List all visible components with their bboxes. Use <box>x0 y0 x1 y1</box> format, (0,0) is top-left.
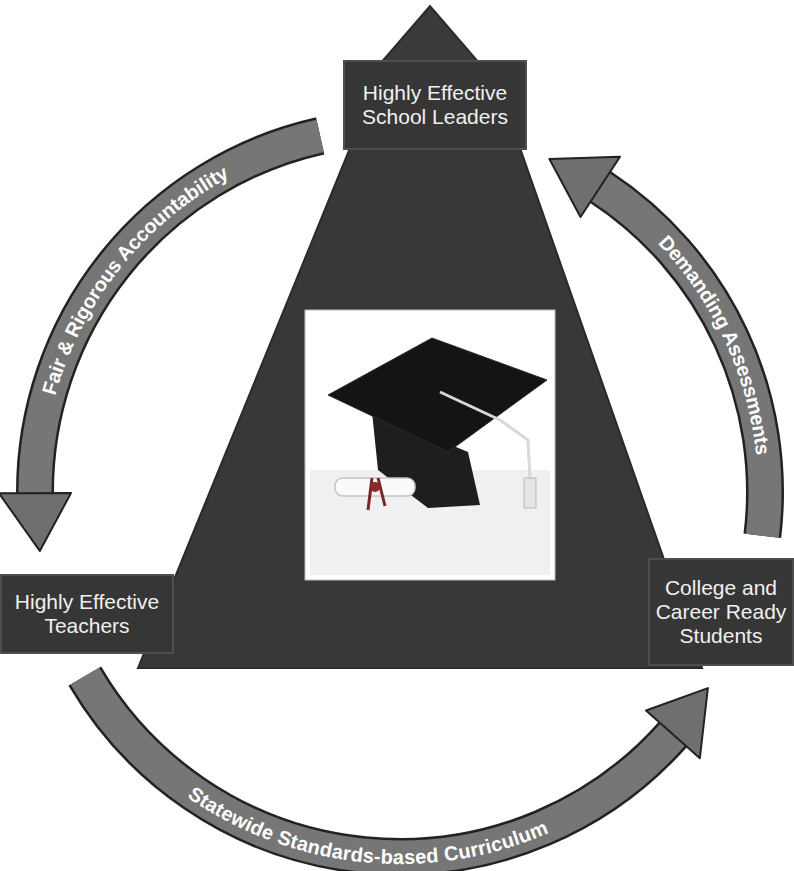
arc-label: Statewide Standards-based Curriculum <box>185 782 551 868</box>
ribbon-knot <box>370 482 380 492</box>
mortarboard <box>328 338 547 452</box>
cycle-arrow: Statewide Standards-based Curriculum <box>85 676 708 868</box>
arc-label: Demanding Assessments <box>655 231 774 456</box>
cycle-arrow: Demanding Assessments <box>549 157 774 536</box>
diploma-ribbon <box>368 478 385 510</box>
label-box: Highly Effective School Leaders <box>343 60 527 150</box>
arrow-head <box>646 688 708 758</box>
label-box: Highly Effective Teachers <box>0 574 174 654</box>
apex-arrow <box>380 6 480 64</box>
cycle-arrow: Fair & Rigorous Accountability <box>0 136 320 551</box>
tassel <box>524 478 536 508</box>
arc-label-path: Statewide Standards-based Curriculum <box>185 782 551 868</box>
arrow-head <box>0 493 71 551</box>
arc-band-edge <box>35 136 320 493</box>
photo-frame <box>305 310 555 580</box>
triangle-body <box>138 148 702 668</box>
box-label: College and Career Ready Students <box>655 576 787 648</box>
arc-label: Fair & Rigorous Accountability <box>38 161 233 397</box>
tassel-cord <box>440 392 530 480</box>
arc-band <box>35 136 320 493</box>
arc-band <box>85 676 673 857</box>
arc-label-path: Fair & Rigorous Accountability <box>38 161 233 397</box>
arrow-head <box>549 157 620 217</box>
arc-band-edge <box>85 676 673 857</box>
diploma-scroll <box>335 478 415 496</box>
box-label: Highly Effective School Leaders <box>350 81 520 129</box>
label-box: College and Career Ready Students <box>648 558 794 666</box>
arc-label-path: Demanding Assessments <box>655 231 774 456</box>
box-label: Highly Effective Teachers <box>7 590 167 638</box>
